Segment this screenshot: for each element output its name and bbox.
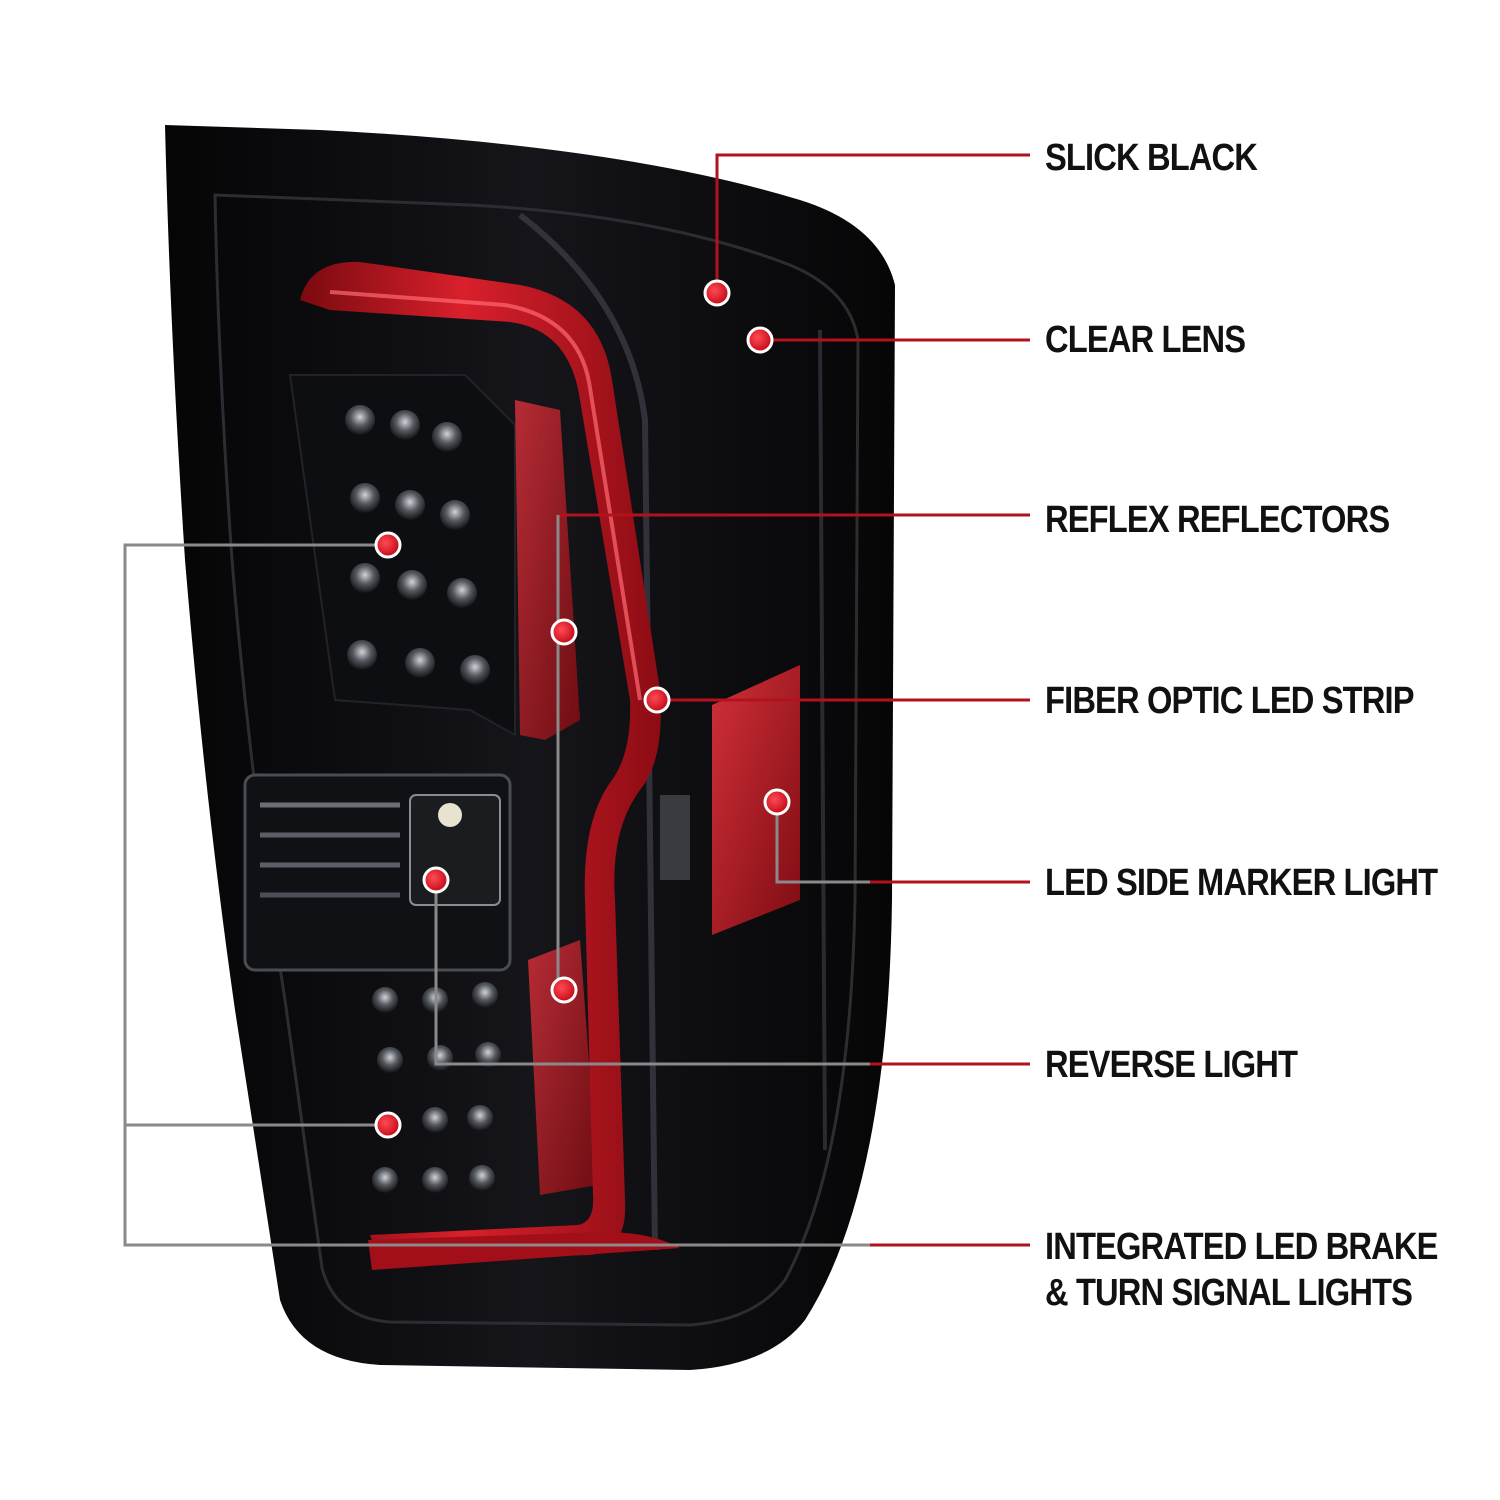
label-integrated-led-brake: INTEGRATED LED BRAKE — [1045, 1226, 1438, 1268]
lower-reflex-reflector — [528, 940, 598, 1195]
red-dot-icon — [643, 686, 671, 714]
upper-led-panel — [288, 374, 516, 737]
label-turn-signal-lights: & TURN SIGNAL LIGHTS — [1045, 1272, 1413, 1314]
led-bulb — [427, 1045, 453, 1071]
led-bulb — [422, 1107, 448, 1133]
led-bulb — [432, 422, 462, 452]
callout-line-slick-black — [715, 153, 1030, 293]
led-bulb — [390, 410, 420, 440]
red-dot-icon — [374, 1111, 402, 1139]
led-bulb — [467, 1105, 493, 1131]
led-bulb — [372, 1167, 398, 1193]
led-bulb — [422, 1167, 448, 1193]
led-bulb — [447, 578, 477, 608]
led-bulb — [440, 500, 470, 530]
label-reverse-light: REVERSE LIGHT — [1045, 1044, 1298, 1086]
led-bulb — [397, 570, 427, 600]
red-dot-icon — [374, 531, 402, 559]
label-fiber-optic-led-strip: FIBER OPTIC LED STRIP — [1045, 680, 1415, 722]
led-bulb — [395, 490, 425, 520]
strip-lower-bar — [368, 1232, 680, 1270]
led-bulb — [472, 982, 498, 1008]
upper-reflex-reflector — [515, 400, 580, 740]
led-bulb — [350, 483, 380, 513]
callout-line-brake-bracket — [123, 543, 1030, 1247]
led-bulb — [460, 655, 490, 685]
tail-light-image — [165, 125, 895, 1370]
marker-dots — [374, 279, 791, 1139]
reverse-light-bulb — [438, 803, 462, 827]
red-dot-icon — [422, 866, 450, 894]
label-reflex-reflectors: REFLEX REFLECTORS — [1045, 499, 1390, 541]
led-bulb — [405, 648, 435, 678]
led-bulb — [350, 563, 380, 593]
callout-line-reverse-light — [434, 880, 1030, 1066]
label-clear-lens: CLEAR LENS — [1045, 319, 1246, 361]
red-dot-icon — [550, 976, 578, 1004]
led-bulb — [372, 987, 398, 1013]
led-bulb — [347, 640, 377, 670]
label-led-side-marker-light: LED SIDE MARKER LIGHT — [1045, 862, 1438, 904]
reverse-light-housing — [243, 773, 512, 972]
red-dot-icon — [763, 788, 791, 816]
led-bulb — [345, 405, 375, 435]
callout-lines — [123, 153, 1030, 1247]
red-dot-icon — [746, 326, 774, 354]
lens-highlight-2 — [818, 329, 827, 1151]
led-bulb — [475, 1042, 501, 1068]
upper-led-array — [345, 405, 490, 685]
fiber-optic-strip-highlight — [329, 290, 642, 701]
led-bulb — [377, 1047, 403, 1073]
side-marker-clip — [660, 795, 690, 880]
red-dot-icon — [703, 279, 731, 307]
led-bulb — [469, 1165, 495, 1191]
label-slick-black: SLICK BLACK — [1045, 137, 1258, 179]
lens-highlight — [518, 212, 658, 1251]
housing-inner-edge — [213, 193, 860, 1327]
red-dot-icon — [550, 618, 578, 646]
